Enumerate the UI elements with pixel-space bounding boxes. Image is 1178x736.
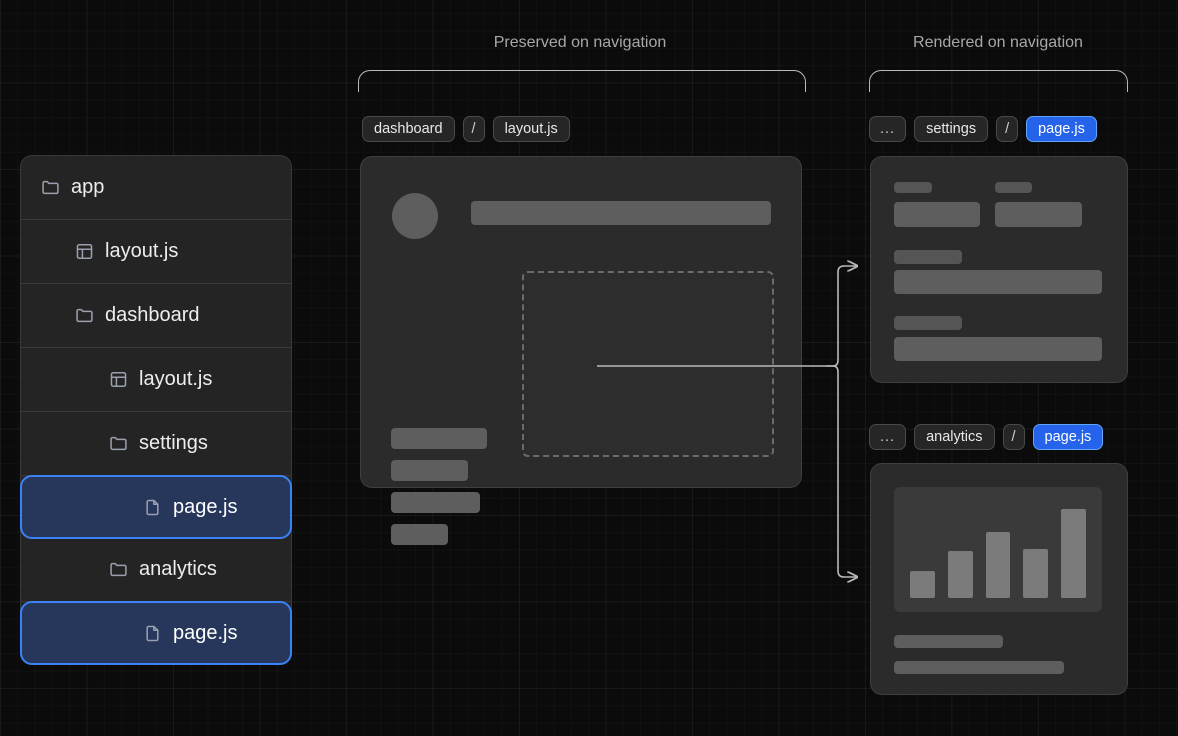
bar-1	[910, 571, 935, 598]
tree-row-label: page.js	[173, 621, 238, 644]
tree-row-analytics[interactable]: analytics	[21, 538, 291, 602]
field-label	[894, 250, 962, 264]
column-title-rendered: Rendered on navigation	[913, 34, 1083, 51]
text-bar	[894, 635, 1003, 648]
file-tree-panel: app layout.js dashboard layout.js settings pa…	[20, 155, 292, 665]
folder-icon	[40, 178, 60, 198]
tree-row-label: layout.js	[139, 368, 213, 390]
tree-row-dashboard[interactable]: dashboard	[21, 284, 291, 348]
tree-row-label: app	[71, 176, 105, 198]
breadcrumb-chip[interactable]: layout.js	[492, 116, 570, 142]
bar-chart	[894, 487, 1102, 612]
breadcrumb-chip[interactable]: ...	[869, 424, 907, 450]
bar-5	[1061, 509, 1086, 598]
layout-preview-card	[360, 156, 802, 545]
breadcrumb-chip[interactable]: dashboard	[362, 116, 455, 142]
bar-2	[947, 551, 973, 598]
folder-icon	[108, 434, 128, 454]
sidebar-bar	[391, 492, 480, 513]
folder-icon	[74, 306, 94, 326]
tree-row-layout-js[interactable]: layout.js	[21, 348, 291, 412]
bar-3	[985, 532, 1011, 598]
tree-row-label: layout.js	[105, 240, 179, 262]
tree-row-page-js[interactable]: page.js	[20, 601, 292, 665]
field-input	[894, 270, 1102, 294]
sidebar-bar	[391, 460, 468, 481]
breadcrumb-separator[interactable]: /	[462, 116, 485, 142]
children-slot	[522, 271, 774, 457]
tree-row-label: analytics	[139, 558, 217, 580]
file-icon	[142, 497, 162, 517]
avatar	[392, 193, 438, 239]
tree-row-label: settings	[139, 432, 208, 454]
tree-row-label: page.js	[173, 495, 238, 518]
header-bar	[471, 201, 771, 225]
field-label	[995, 182, 1032, 193]
column-title-preserved: Preserved on navigation	[493, 34, 667, 51]
field-input	[995, 202, 1082, 227]
breadcrumb-separator[interactable]: /	[996, 116, 1019, 142]
analytics-preview-card	[870, 463, 1128, 695]
layout-icon	[74, 242, 94, 262]
text-bar	[894, 661, 1064, 674]
breadcrumb-chip[interactable]: settings	[914, 116, 989, 142]
bar-4	[1023, 549, 1049, 598]
breadcrumb-settings-page: ... settings / page.js	[869, 116, 1097, 142]
breadcrumb-chip[interactable]: ...	[869, 116, 907, 142]
sidebar-bar	[391, 428, 487, 449]
breadcrumb-analytics-page: ... analytics / page.js	[869, 424, 1104, 450]
layout-icon	[108, 370, 128, 390]
file-icon	[142, 623, 162, 643]
tree-row-settings[interactable]: settings	[21, 412, 291, 476]
breadcrumb-chip[interactable]: analytics	[914, 424, 995, 450]
field-label	[894, 316, 962, 330]
breadcrumb-chip[interactable]: page.js	[1026, 116, 1097, 142]
breadcrumb-chip[interactable]: page.js	[1032, 424, 1104, 450]
field-label	[894, 182, 932, 193]
tree-row-label: dashboard	[105, 304, 200, 326]
breadcrumb-layout: dashboard / layout.js	[362, 116, 570, 142]
bracket-rendered	[869, 70, 1128, 92]
breadcrumb-separator[interactable]: /	[1002, 424, 1025, 450]
sidebar-bar	[391, 524, 448, 545]
field-input	[894, 337, 1102, 361]
tree-row-page-js[interactable]: page.js	[20, 475, 292, 539]
bracket-preserved	[358, 70, 806, 92]
settings-preview-card	[870, 156, 1128, 383]
bar-chart-bars	[894, 487, 1102, 612]
tree-row-layout-js[interactable]: layout.js	[21, 220, 291, 284]
folder-icon	[108, 560, 128, 580]
tree-row-app[interactable]: app	[21, 156, 291, 220]
field-input	[894, 202, 980, 227]
